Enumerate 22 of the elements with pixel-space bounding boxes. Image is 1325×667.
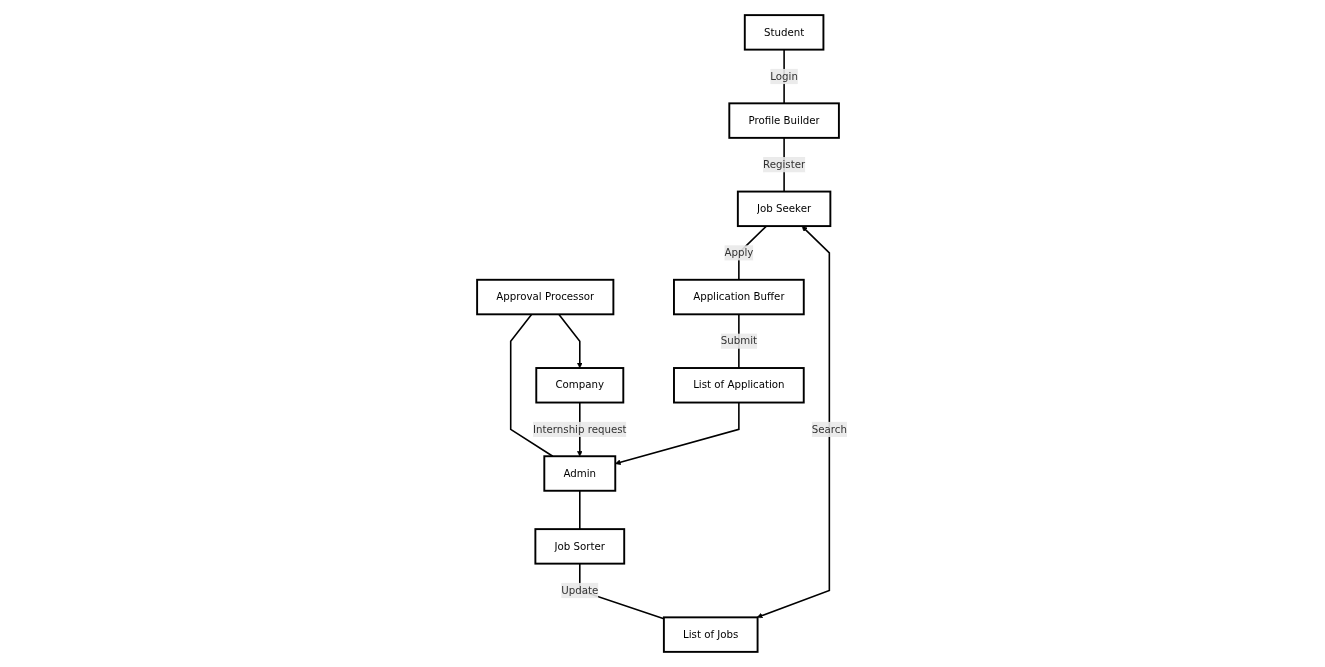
process-box: List of Application xyxy=(673,367,806,404)
process-box: Job Sorter xyxy=(534,528,626,565)
edge-label: Submit xyxy=(721,333,758,349)
connector-line xyxy=(510,313,555,458)
process-box: Job Seeker xyxy=(737,190,832,228)
edge-label: Apply xyxy=(724,245,754,261)
edge-label: Register xyxy=(763,157,806,173)
process-box: Company xyxy=(535,367,625,404)
process-box: List of Jobs xyxy=(663,616,759,653)
connector-line xyxy=(757,226,831,619)
edge-label: Search xyxy=(812,421,848,438)
connector-line xyxy=(558,313,584,369)
process-box: Approval Processor xyxy=(476,278,615,316)
connector-line xyxy=(615,401,741,465)
edge-label: Login xyxy=(770,68,799,85)
process-box: Application Buffer xyxy=(673,278,806,316)
process-box: Admin xyxy=(543,455,617,492)
edge-label: Internship request xyxy=(533,421,628,438)
process-box: Student xyxy=(744,14,825,51)
connector-line xyxy=(579,489,582,530)
process-box: Profile Builder xyxy=(728,102,841,139)
edge-label: Update xyxy=(561,582,599,599)
